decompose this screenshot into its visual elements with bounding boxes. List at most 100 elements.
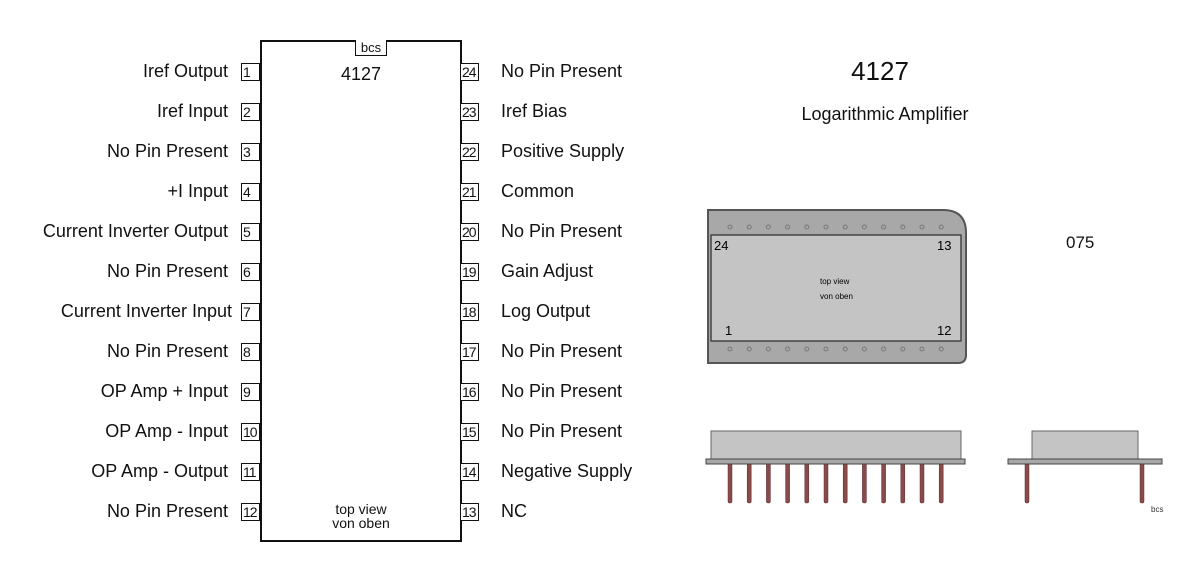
- pin-label-18: Log Output: [501, 301, 591, 321]
- pin-lead: [919, 461, 925, 504]
- pin-label-5: Current Inverter Output: [42, 221, 228, 241]
- pin-number-23: 23: [460, 103, 479, 121]
- ic-body-outline: [260, 40, 462, 542]
- pin-label-23: Iref Bias: [501, 101, 568, 121]
- pin-dot-bottom: [842, 346, 848, 352]
- end-leads: [1024, 461, 1145, 504]
- pin-label-16: No Pin Present: [501, 381, 623, 401]
- ic-view-line2: von oben: [332, 515, 390, 531]
- pin-label-15: No Pin Present: [501, 421, 623, 441]
- pin-number-6: 6: [241, 263, 260, 281]
- ic-part-number: 4127: [340, 64, 382, 84]
- pin-number-24: 24: [460, 63, 479, 81]
- pin-number-14: 14: [460, 463, 479, 481]
- pin-label-24: No Pin Present: [501, 61, 623, 81]
- pin-lead: [1024, 461, 1030, 504]
- pin-number-7: 7: [241, 303, 260, 321]
- pin-dot-top: [861, 224, 867, 230]
- pin-number-13: 13: [460, 503, 479, 521]
- pin-dot-bottom: [919, 346, 925, 352]
- pin-number-5: 5: [241, 223, 260, 241]
- corner-pin-12: 12: [937, 323, 951, 338]
- pin-label-13: NC: [501, 501, 527, 521]
- pin-lead: [785, 461, 790, 504]
- pin-dot-bottom: [938, 346, 944, 352]
- pin-number-10: 10: [241, 423, 260, 441]
- pin-dot-top: [842, 224, 848, 230]
- pin-dot-top: [804, 224, 810, 230]
- pin-dot-bottom: [785, 346, 791, 352]
- pin-number-16: 16: [460, 383, 479, 401]
- pin-lead: [823, 461, 829, 504]
- pin-number-1: 1: [241, 63, 260, 81]
- pin-dot-bottom: [881, 346, 887, 352]
- pin-dot-top: [727, 224, 733, 230]
- pin-label-21: Common: [501, 181, 575, 201]
- ic-view-note: top view von oben: [260, 502, 462, 530]
- logo-tab: bcs: [355, 40, 387, 56]
- pin-label-11: OP Amp - Output: [91, 461, 228, 481]
- end-body: [1031, 430, 1139, 460]
- pin-label-22: Positive Supply: [501, 141, 625, 161]
- pin-dot-bottom: [765, 346, 771, 352]
- pin-label-6: No Pin Present: [106, 261, 228, 281]
- title-part-number: 4127: [851, 56, 909, 86]
- pin-dot-bottom: [746, 346, 752, 352]
- credit-mark: bcs: [1151, 505, 1164, 514]
- pin-dot-bottom: [727, 346, 733, 352]
- package-top-view: 24 13 1 12 top view von oben: [707, 209, 967, 364]
- pin-dot-top: [900, 224, 906, 230]
- pin-dot-bottom: [804, 346, 810, 352]
- pin-dots: [727, 224, 944, 352]
- pin-lead: [746, 461, 752, 504]
- side-flange: [705, 458, 966, 465]
- pin-number-20: 20: [460, 223, 479, 241]
- pin-number-9: 9: [241, 383, 260, 401]
- pin-label-1: Iref Output: [142, 61, 228, 81]
- package-code: 075: [1066, 233, 1095, 252]
- pin-number-21: 21: [460, 183, 479, 201]
- pin-number-4: 4: [241, 183, 260, 201]
- pin-label-9: OP Amp + Input: [100, 381, 228, 401]
- pin-label-4: +I Input: [167, 181, 228, 201]
- pin-lead: [727, 461, 733, 504]
- pin-dot-top: [746, 224, 752, 230]
- side-body: [710, 430, 962, 460]
- pin-label-2: Iref Input: [156, 101, 228, 121]
- pin-lead: [766, 461, 771, 504]
- corner-pin-1: 1: [725, 323, 732, 338]
- title-description: Logarithmic Amplifier: [801, 104, 969, 124]
- pin-number-17: 17: [460, 343, 479, 361]
- pin-dot-bottom: [823, 346, 829, 352]
- pin-number-8: 8: [241, 343, 260, 361]
- pin-label-17: No Pin Present: [501, 341, 623, 361]
- package-body: [710, 234, 962, 342]
- ic-view-line1: top view: [335, 501, 387, 517]
- pin-number-19: 19: [460, 263, 479, 281]
- pin-lead: [862, 461, 867, 504]
- pin-label-12: No Pin Present: [106, 501, 228, 521]
- pin-lead: [881, 461, 886, 504]
- pin-lead: [938, 461, 944, 504]
- corner-pin-13: 13: [937, 238, 951, 253]
- package-side-view: [705, 430, 966, 504]
- pin-label-14: Negative Supply: [501, 461, 633, 481]
- side-leads: [727, 461, 944, 504]
- pin-lead: [804, 461, 810, 504]
- pkg-view-line1: top view: [820, 277, 850, 286]
- pin-dot-top: [938, 224, 944, 230]
- end-flange: [1007, 458, 1163, 465]
- package-end-view: [1007, 430, 1163, 504]
- pin-dot-bottom: [900, 346, 906, 352]
- pin-label-3: No Pin Present: [106, 141, 228, 161]
- pin-lead: [900, 461, 906, 504]
- pin-number-12: 12: [241, 503, 260, 521]
- pin-dot-top: [785, 224, 791, 230]
- pkg-view-line2: von oben: [820, 292, 853, 301]
- pin-dot-top: [919, 224, 925, 230]
- pin-label-20: No Pin Present: [501, 221, 623, 241]
- pin-label-8: No Pin Present: [106, 341, 228, 361]
- pin-lead: [1139, 461, 1145, 504]
- pin-label-19: Gain Adjust: [501, 261, 594, 281]
- pin-label-10: OP Amp - Input: [105, 421, 228, 441]
